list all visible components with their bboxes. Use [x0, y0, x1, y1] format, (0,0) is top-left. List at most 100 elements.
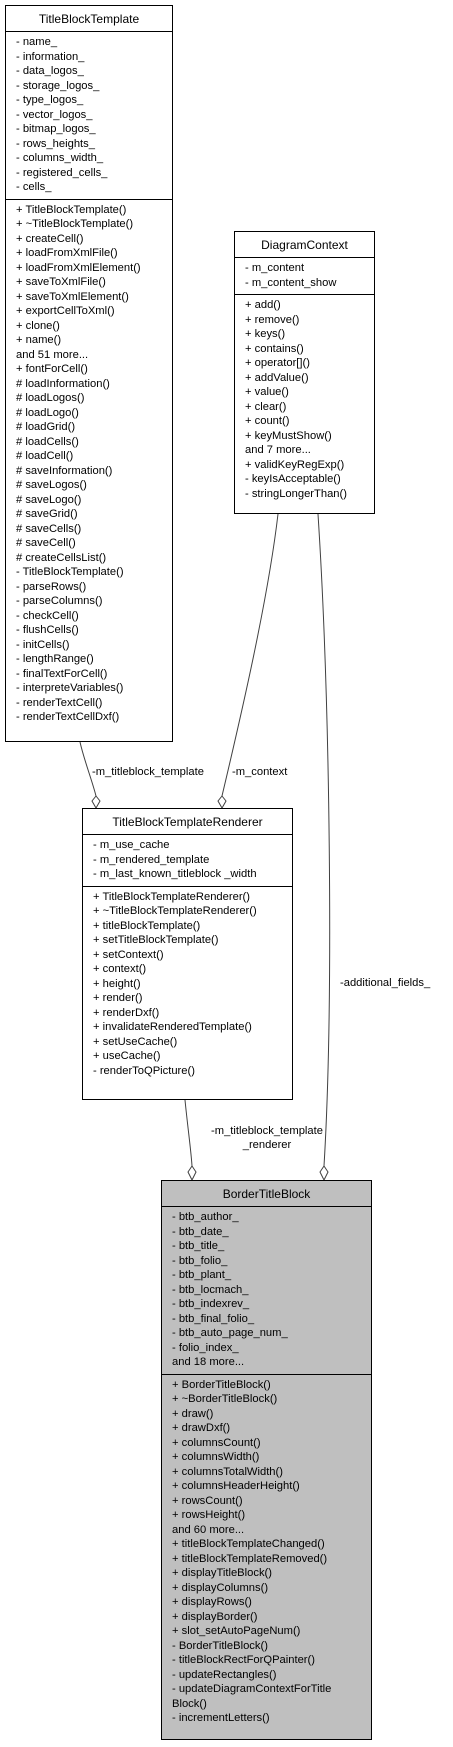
- attribute-item: - m_rendered_template: [93, 853, 210, 866]
- attribute-item: - data_logos_: [16, 65, 84, 77]
- aggregation-diamond-context: [217, 795, 227, 810]
- attribute-item: - type_logos_: [16, 94, 84, 106]
- method-item: + draw(): [172, 1407, 214, 1420]
- attribute-item: - registered_cells_: [16, 166, 108, 179]
- class-titleblocktemplate[interactable]: TitleBlockTemplate - name_- information_…: [5, 5, 173, 742]
- method-item: # saveLogo(): [16, 493, 82, 506]
- method-item: - renderTextCellDxf(): [16, 711, 120, 723]
- method-item: + clone(): [16, 319, 60, 332]
- aggregation-diamond-context-border: [319, 1165, 329, 1182]
- method-item: + validKeyRegExp(): [245, 458, 345, 471]
- method-item: + titleBlockTemplateChanged(): [172, 1538, 325, 1550]
- class-titleblocktemplaterenderer[interactable]: TitleBlockTemplateRenderer - m_use_cache…: [82, 808, 293, 1100]
- edge-label-text: -m_titleblock_template _renderer: [211, 1125, 323, 1151]
- method-item: # loadLogos(): [16, 392, 85, 404]
- method-item: - checkCell(): [16, 609, 79, 622]
- attribute-item: - bitmap_logos_: [16, 123, 96, 135]
- method-item: + setUseCache(): [93, 1035, 178, 1048]
- method-item: - TitleBlockTemplate(): [16, 566, 124, 578]
- method-item: + saveToXmlFile(): [16, 276, 106, 288]
- method-item: and 60 more...: [172, 1523, 245, 1536]
- method-item: - parseRows(): [16, 580, 87, 593]
- attribute-item: - name_: [16, 36, 58, 48]
- method-item: + addValue(): [245, 371, 309, 384]
- method-item: + add(): [245, 299, 281, 311]
- method-item: - BorderTitleBlock(): [172, 1639, 268, 1652]
- method-item: + titleBlockTemplateRemoved(): [172, 1552, 328, 1565]
- method-item: - stringLongerThan(): [245, 487, 347, 500]
- edge-label-additional-fields: -additional_fields_: [340, 977, 431, 989]
- method-item: + clear(): [245, 400, 287, 413]
- method-item: - updateDiagramContextForTitle Block(): [172, 1683, 332, 1710]
- method-item: and 7 more...: [245, 444, 311, 456]
- method-item: + contains(): [245, 342, 304, 355]
- aggregation-diamond-renderer: [187, 1165, 197, 1182]
- method-item: and 51 more...: [16, 348, 89, 361]
- method-item: - lengthRange(): [16, 653, 94, 665]
- method-item: + exportCellToXml(): [16, 305, 115, 317]
- attributes-section: - btb_author_- btb_date_- btb_title_- bt…: [162, 1207, 371, 1374]
- attribute-item: - folio_index_: [172, 1341, 239, 1354]
- attribute-item: - columns_width_: [16, 152, 104, 164]
- method-item: + ~TitleBlockTemplate(): [16, 218, 134, 230]
- attribute-item: - rows_heights_: [16, 137, 95, 150]
- method-item: + loadFromXmlFile(): [16, 247, 118, 259]
- method-item: + invalidateRenderedTemplate(): [93, 1021, 252, 1033]
- method-item: + saveToXmlElement(): [16, 290, 129, 303]
- method-item: + remove(): [245, 313, 300, 326]
- edge-context-to-border: [317, 513, 331, 1167]
- method-item: - titleBlockRectForQPainter(): [172, 1654, 315, 1666]
- method-item: # saveCells(): [16, 522, 82, 535]
- aggregation-diamond-tbt: [91, 795, 101, 810]
- attribute-item: and 18 more...: [172, 1356, 245, 1368]
- method-item: - parseColumns(): [16, 595, 103, 607]
- method-item: + rowsHeight(): [172, 1509, 246, 1521]
- method-item: + value(): [245, 386, 289, 398]
- method-item: + render(): [93, 992, 143, 1004]
- attribute-item: - storage_logos_: [16, 79, 100, 92]
- method-item: + ~BorderTitleBlock(): [172, 1393, 278, 1405]
- edge-context-to-renderer: [221, 513, 279, 797]
- edge-renderer-to-border: [184, 1099, 193, 1167]
- method-item: # loadInformation(): [16, 377, 110, 390]
- method-item: # saveInformation(): [16, 464, 113, 477]
- class-diagramcontext[interactable]: DiagramContext - m_content- m_content_sh…: [234, 231, 375, 514]
- edge-tbt-to-renderer: [79, 741, 97, 797]
- method-item: + TitleBlockTemplateRenderer(): [93, 890, 250, 903]
- method-item: - initCells(): [16, 638, 70, 651]
- attribute-item: - m_content: [245, 262, 305, 274]
- edge-label-titleblock-template: -m_titleblock_template: [92, 766, 204, 778]
- method-item: + TitleBlockTemplate(): [16, 203, 127, 216]
- attributes-section: - name_ - information_ - data_logos_ - stor…: [6, 32, 172, 199]
- method-item: + count(): [245, 415, 290, 427]
- method-item: + slot_setAutoPageNum(): [172, 1625, 301, 1637]
- method-item: + height(): [93, 977, 141, 990]
- method-item: + loadFromXmlElement(): [16, 261, 141, 274]
- edge-label-context: -m_context: [232, 766, 288, 778]
- method-item: + rowsCount(): [172, 1494, 243, 1507]
- method-item: + titleBlockTemplate(): [93, 919, 201, 932]
- attribute-item: - btb_author_: [172, 1211, 239, 1223]
- attribute-item: - information_: [16, 50, 85, 63]
- method-item: + displayColumns(): [172, 1581, 269, 1594]
- edge-label-titleblock-template-renderer: -m_titleblock_template _renderer: [193, 1124, 341, 1152]
- attribute-item: - m_last_known_titleblock _width: [93, 868, 257, 880]
- method-item: # saveLogos(): [16, 479, 87, 491]
- class-title: DiagramContext: [235, 232, 374, 258]
- class-bordertitleblock[interactable]: BorderTitleBlock - btb_author_- btb_date…: [161, 1180, 372, 1740]
- attribute-item: - btb_auto_page_num_: [172, 1327, 288, 1339]
- attribute-item: - vector_logos_: [16, 108, 93, 121]
- method-item: - incrementLetters(): [172, 1712, 270, 1724]
- attribute-item: - btb_title_: [172, 1240, 225, 1252]
- method-item: + columnsCount(): [172, 1436, 261, 1449]
- method-item: + context(): [93, 963, 147, 975]
- method-item: + drawDxf(): [172, 1422, 231, 1434]
- method-item: + createCell(): [16, 232, 84, 245]
- methods-section: + BorderTitleBlock() + ~BorderTitleBlock(…: [162, 1373, 371, 1730]
- class-title: BorderTitleBlock: [162, 1181, 371, 1207]
- method-item: + BorderTitleBlock(): [172, 1378, 271, 1391]
- attribute-item: - btb_final_folio_: [172, 1312, 255, 1325]
- method-item: # createCellsList(): [16, 551, 107, 564]
- method-item: + columnsHeaderHeight(): [172, 1480, 300, 1492]
- methods-section: + TitleBlockTemplate() + ~TitleBlockTempl…: [6, 198, 172, 729]
